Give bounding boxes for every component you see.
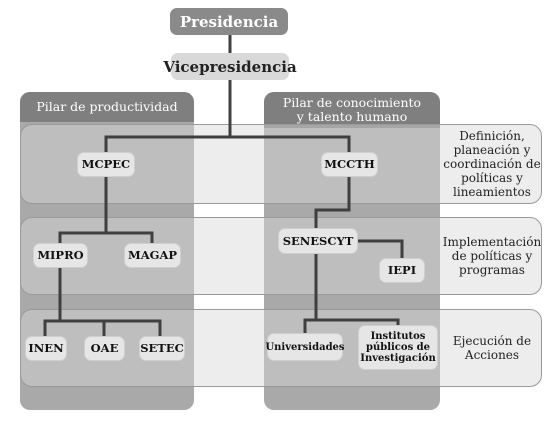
node-magap: MAGAP	[125, 244, 180, 267]
band-definicion-label: Definición, planeación y coordinación de…	[443, 129, 541, 199]
node-iepi: IEPI	[380, 259, 424, 282]
presidencia-label: Presidencia	[179, 12, 279, 31]
pillar-conocimiento-header: Pilar de conocimiento y talento humano	[264, 92, 440, 128]
node-universidades: Universidades	[265, 334, 345, 360]
pillar-productividad-header: Pilar de productividad	[20, 92, 194, 122]
vicepresidencia-label: Vicepresidencia	[163, 57, 297, 76]
node-mipro: MIPRO	[34, 244, 87, 267]
band-ejecucion-label: Ejecución de Acciones	[452, 334, 532, 362]
node-setec: SETEC	[140, 337, 184, 360]
band-implementacion-label: Implementación de políticas y programas	[442, 235, 542, 277]
node-mccth: MCCTH	[322, 153, 377, 176]
pillar-productividad-title: Pilar de productividad	[36, 99, 178, 114]
node-mcpec: MCPEC	[78, 153, 134, 176]
node-institutos: Institutos públicos de Investigación	[359, 326, 437, 369]
pillar-conocimiento-title-line2: y talento humano	[296, 109, 408, 124]
presidencia-box: Presidencia	[170, 8, 288, 35]
pillar-conocimiento-title-line1: Pilar de conocimiento	[282, 95, 422, 110]
node-oae: OAE	[85, 337, 124, 360]
node-inen: INEN	[26, 337, 66, 360]
vicepresidencia-box: Vicepresidencia	[163, 53, 297, 80]
node-senescyt: SENESCYT	[279, 229, 357, 253]
